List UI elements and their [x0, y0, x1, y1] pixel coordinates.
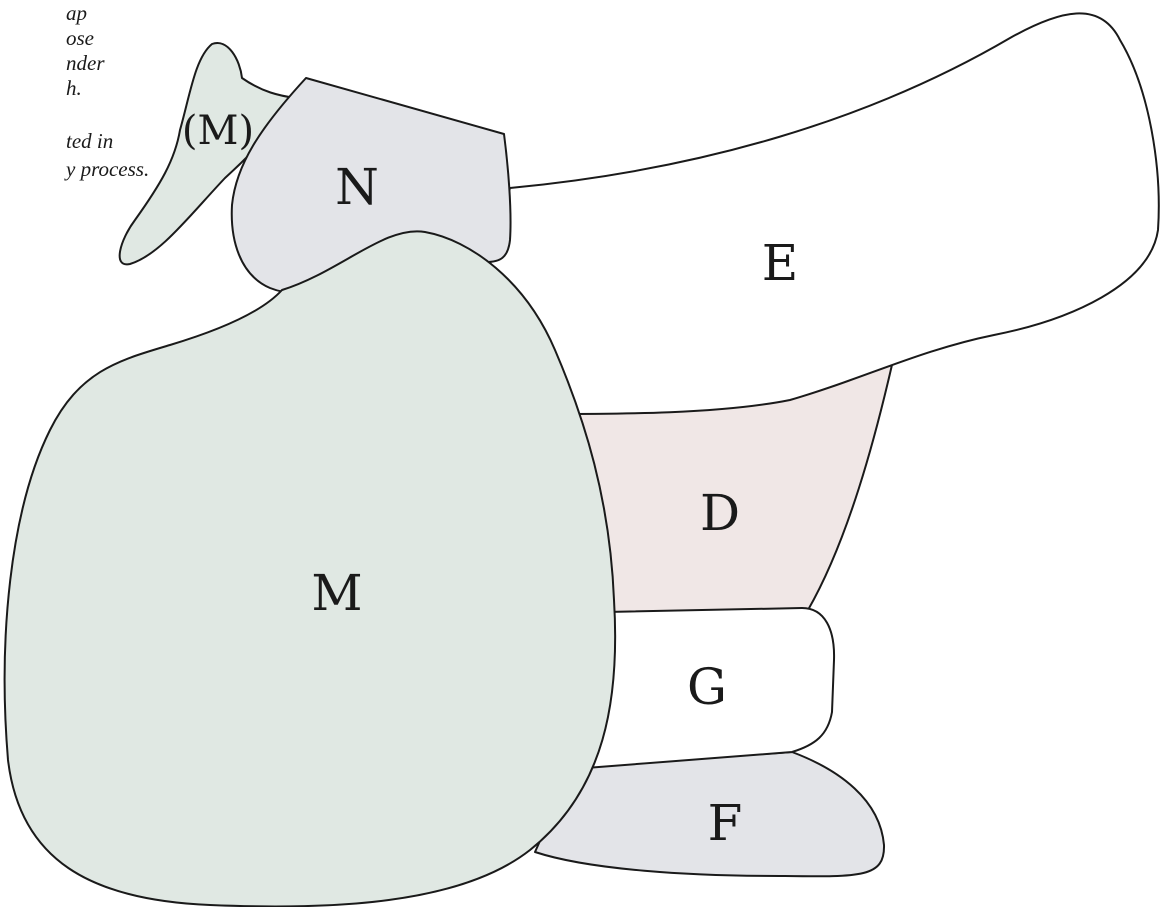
region-e-label: E: [762, 234, 799, 292]
note-line-1: ap: [66, 1, 87, 25]
region-m-small-label: (M): [182, 108, 254, 154]
note-text: ap ose nder h. ted in y process.: [64, 1, 149, 181]
region-g-label: G: [687, 658, 727, 716]
region-m-shape: [3, 230, 617, 907]
region-n-label: N: [335, 158, 379, 216]
note-line-3: nder: [66, 51, 105, 75]
region-m-label: M: [311, 564, 362, 622]
note-line-2: ose: [66, 26, 94, 50]
region-f-label: F: [708, 794, 743, 852]
note-line-6: y process.: [64, 157, 149, 181]
region-m-small-shape: [118, 42, 297, 266]
note-line-4: h.: [66, 76, 82, 100]
region-d-label: D: [700, 484, 740, 542]
region-e-shape: [489, 12, 1160, 415]
note-line-5: ted in: [66, 129, 113, 153]
